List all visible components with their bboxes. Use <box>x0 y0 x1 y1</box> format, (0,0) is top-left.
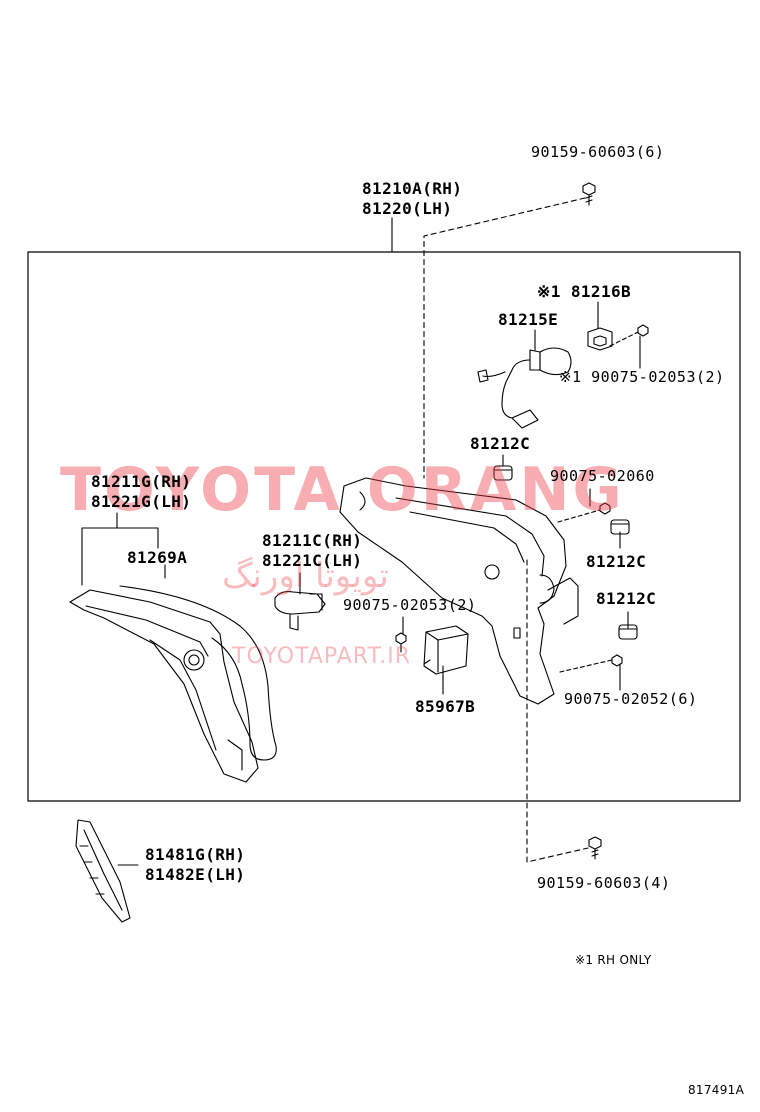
label-cushion-3: 81212C <box>596 589 657 608</box>
screw-b-icon <box>599 502 611 515</box>
diagram-id: 817491A <box>688 1083 745 1097</box>
label-sub-lh: 81221C(LH) <box>262 551 363 570</box>
computer-icon <box>423 625 469 675</box>
label-screw-note: ※1 90075-02053(2) <box>559 368 725 386</box>
harness-loop <box>119 585 277 761</box>
label-bolt-bottom: 90159-60603(4) <box>537 874 671 892</box>
label-lamp-rh: 81211G(RH) <box>91 472 192 491</box>
screw-c-icon <box>611 654 623 667</box>
bracket-81211G <box>81 512 159 586</box>
dash-screw-bot <box>559 659 613 673</box>
bezel-icon <box>75 819 131 923</box>
label-screw-c: 90075-02052(6) <box>564 690 698 708</box>
bolt-bottom-icon <box>588 836 602 860</box>
label-bezel-lh: 81482E(LH) <box>145 865 246 884</box>
label-screw-b: 90075-02060 <box>550 467 655 485</box>
cushion-icon-3 <box>618 624 638 640</box>
label-sub-rh: 81211C(RH) <box>262 531 363 550</box>
sub-lamp-icon <box>274 591 326 631</box>
cushion-icon-2 <box>610 519 630 535</box>
bulb-harness-icon <box>477 347 572 429</box>
headlamp-housing <box>339 477 579 705</box>
cushion-icon-1 <box>493 465 513 481</box>
dash-screw-right <box>557 509 601 523</box>
dash-bottom-bolt <box>526 559 589 863</box>
dash-socket <box>609 331 639 347</box>
label-bolt-top: 90159-60603(6) <box>531 143 665 161</box>
footnote: ※1 RH ONLY <box>575 953 652 967</box>
label-computer: 85967B <box>415 697 476 716</box>
label-bezel-rh: 81481G(RH) <box>145 845 246 864</box>
label-socket: ※1 81216B <box>537 282 632 301</box>
label-cushion-1: 81212C <box>470 434 531 453</box>
assembly-frame <box>27 251 741 802</box>
fog-lamp-housing <box>69 589 259 783</box>
screw-top-icon <box>637 324 649 337</box>
label-cushion-2: 81212C <box>586 552 647 571</box>
label-lamp-lh: 81221G(LH) <box>91 492 192 511</box>
screw-d-icon <box>395 632 407 653</box>
label-bulb: 81215E <box>498 310 559 329</box>
label-cover: 81269A <box>127 548 188 567</box>
label-screw-d: 90075-02053(2) <box>343 596 477 614</box>
dash-top-bolt <box>423 197 586 479</box>
label-headlamp-rh: 81210A(RH) <box>362 179 463 198</box>
label-headlamp-lh: 81220(LH) <box>362 199 453 218</box>
bolt-top-icon <box>582 182 596 206</box>
socket-icon <box>587 327 613 351</box>
